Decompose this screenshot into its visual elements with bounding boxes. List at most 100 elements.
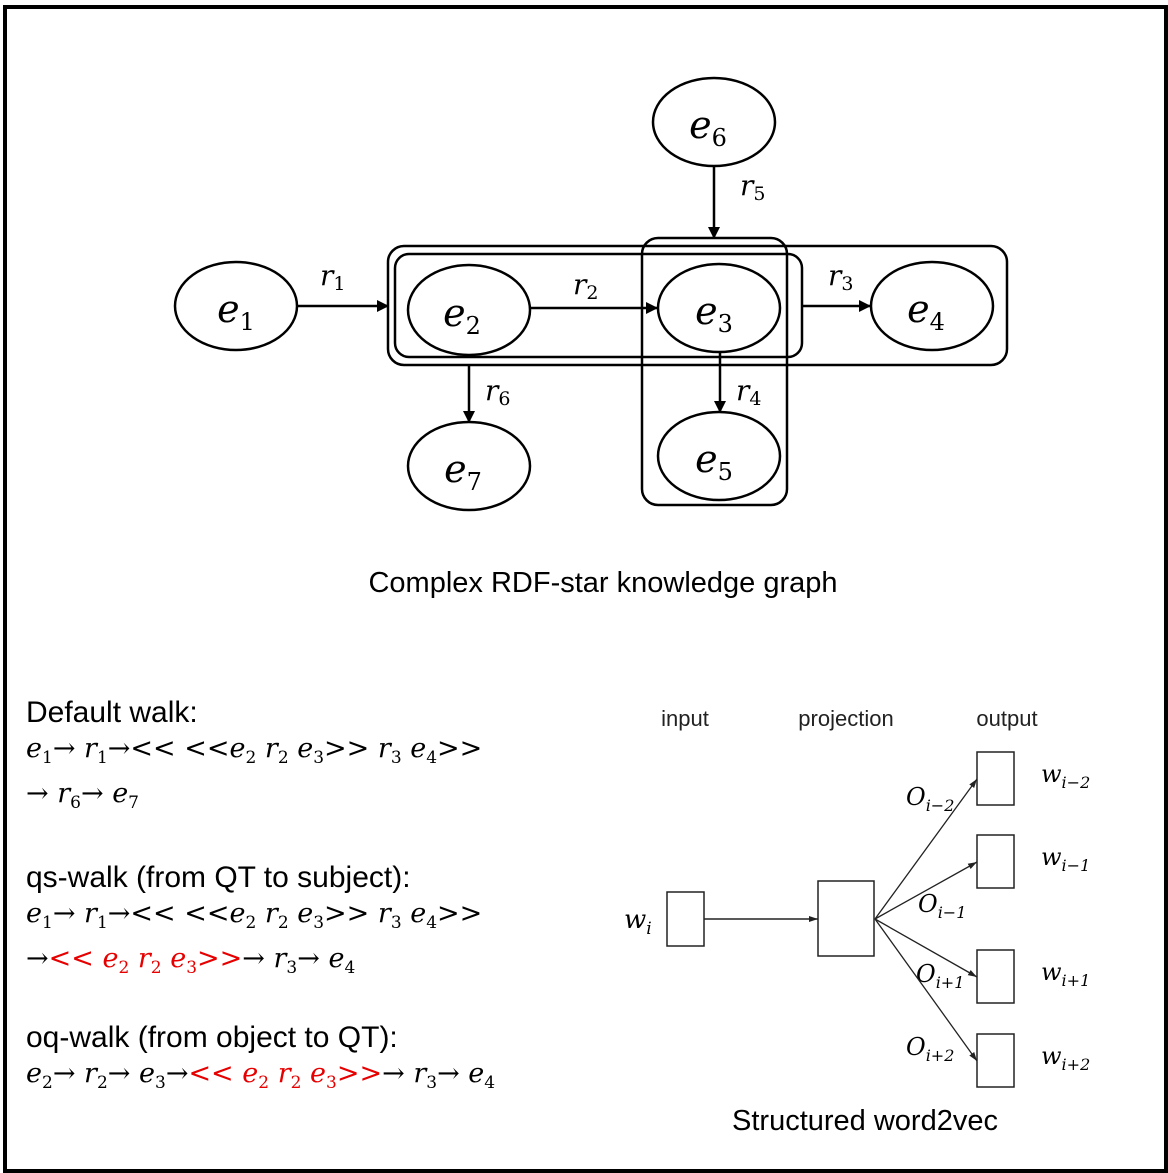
walk-separator: [402, 733, 411, 764]
walk-sequence-line: →<< e2 r2 e3>>→ r3→ e4: [26, 941, 482, 986]
column-label-projection: projection: [798, 706, 893, 731]
walk-separator: <<: [48, 943, 103, 974]
column-label-input: input: [661, 706, 709, 731]
walk-separator: [301, 1058, 310, 1089]
walk-term: r2: [84, 1058, 108, 1093]
walk-term: r2: [277, 1058, 302, 1093]
output-word-label: wi−2: [1041, 760, 1090, 792]
walk-term: e1: [26, 898, 53, 933]
edge-label-r4: r4: [736, 374, 761, 410]
walk-term: r6: [57, 778, 81, 813]
node-e1: e1: [173, 260, 299, 352]
walk-term: r1: [84, 733, 108, 768]
output-edge: [874, 778, 978, 920]
walk-separator: [162, 943, 171, 974]
walk-separator: →: [165, 1058, 189, 1089]
svg-text:e3: e3: [695, 289, 733, 338]
walk-separator: →: [52, 733, 85, 764]
walk-term: e2: [102, 943, 130, 978]
walk-term: r3: [377, 898, 402, 933]
svg-text:e4: e4: [907, 287, 945, 336]
walk-term: r2: [264, 898, 289, 933]
walk-term: e3: [297, 898, 325, 933]
output-edge-label: Oi+2: [906, 1033, 954, 1065]
walk-term: e4: [328, 943, 356, 978]
graph-caption: Complex RDF-star knowledge graph: [368, 567, 837, 599]
walk-separator: →: [382, 1058, 414, 1089]
output-edge-label: Oi−1: [918, 890, 966, 922]
edge-label-r2: r2: [573, 268, 598, 304]
walk-term: e4: [468, 1058, 496, 1093]
word2vec-caption: Structured word2vec: [732, 1105, 998, 1137]
walk-separator: →<< <<: [107, 733, 230, 764]
walk-term: r2: [264, 733, 289, 768]
walk-title: Default walk:: [26, 696, 198, 729]
walk-separator: >>: [324, 898, 378, 929]
walk-sequence-line: → r6→ e7: [26, 776, 482, 821]
rdf-star-graph: e1 e2 e3 e4 e5 e6 e7 r1 r2 r3 r4 r5 r6 C…: [173, 76, 1009, 599]
walk-term: r1: [84, 898, 108, 933]
svg-text:e1: e1: [217, 287, 255, 336]
walk-title: oq-walk (from object to QT):: [26, 1021, 398, 1054]
output-edge: [874, 861, 978, 920]
walk-section: Default walk:e1→ r1→<< <<e2 r2 e3>> r3 e…: [26, 695, 482, 821]
output-box: [976, 751, 1015, 806]
walk-separator: >>: [437, 733, 483, 764]
output-box: [976, 949, 1015, 1004]
node-e2: e2: [406, 263, 532, 357]
edge-label-r5: r5: [740, 169, 765, 205]
output-edge-label: Oi−2: [906, 783, 954, 815]
output-edge: [874, 918, 978, 978]
walk-term: e3: [297, 733, 325, 768]
walk-title: qs-walk (from QT to subject):: [26, 861, 411, 894]
walk-term: e2: [229, 733, 257, 768]
walk-separator: >>: [324, 733, 378, 764]
output-edge: [874, 918, 978, 1062]
walk-term: e2: [229, 898, 257, 933]
walk-separator: [129, 943, 138, 974]
edge-label-r6: r6: [485, 374, 510, 410]
walk-separator: [256, 898, 265, 929]
edge-label-r1: r1: [320, 259, 345, 295]
node-e3: e3: [656, 262, 782, 354]
walk-term: e4: [410, 733, 438, 768]
walk-term: e1: [26, 733, 53, 768]
walk-separator: →<< <<: [107, 898, 230, 929]
edge-label-r3: r3: [828, 259, 853, 295]
output-word-label: wi+2: [1041, 1042, 1090, 1074]
walk-term: e7: [112, 778, 139, 813]
walk-separator: →: [297, 943, 329, 974]
walk-section: qs-walk (from QT to subject):e1→ r1→<< <…: [26, 860, 482, 986]
walk-separator: →: [437, 1058, 469, 1089]
walk-separator: →: [80, 778, 113, 809]
walk-separator: →: [107, 1058, 139, 1089]
walk-separator: >>: [336, 1058, 383, 1089]
output-edge-label: Oi+1: [916, 960, 964, 992]
node-e7: e7: [406, 420, 532, 512]
walk-term: e2: [26, 1058, 53, 1093]
walk-term: e2: [242, 1058, 270, 1093]
walk-separator: →: [26, 778, 58, 809]
svg-text:e2: e2: [443, 291, 481, 340]
walk-separator: →: [26, 943, 49, 974]
walk-separator: [289, 898, 298, 929]
walk-term: e3: [310, 1058, 337, 1093]
walk-separator: [256, 733, 265, 764]
walk-sequence-line: e1→ r1→<< <<e2 r2 e3>> r3 e4>>: [26, 896, 482, 941]
output-box: [976, 1033, 1015, 1088]
column-label-output: output: [976, 706, 1037, 731]
output-word-label: wi+1: [1041, 958, 1090, 990]
walk-separator: →: [52, 898, 85, 929]
svg-text:e7: e7: [444, 447, 482, 496]
figure-frame: [3, 5, 1168, 1173]
walk-separator: >>: [437, 898, 483, 929]
walk-sequence-line: e2→ r2→ e3→<< e2 r2 e3>>→ r3→ e4: [26, 1056, 495, 1101]
node-e4: e4: [869, 260, 995, 352]
input-word-label: wi: [624, 905, 652, 939]
walk-separator: [269, 1058, 278, 1089]
svg-text:e5: e5: [695, 437, 733, 486]
output-box: [976, 834, 1015, 889]
walk-separator: <<: [188, 1058, 243, 1089]
input-box: [666, 891, 705, 947]
svg-text:e6: e6: [689, 103, 727, 152]
